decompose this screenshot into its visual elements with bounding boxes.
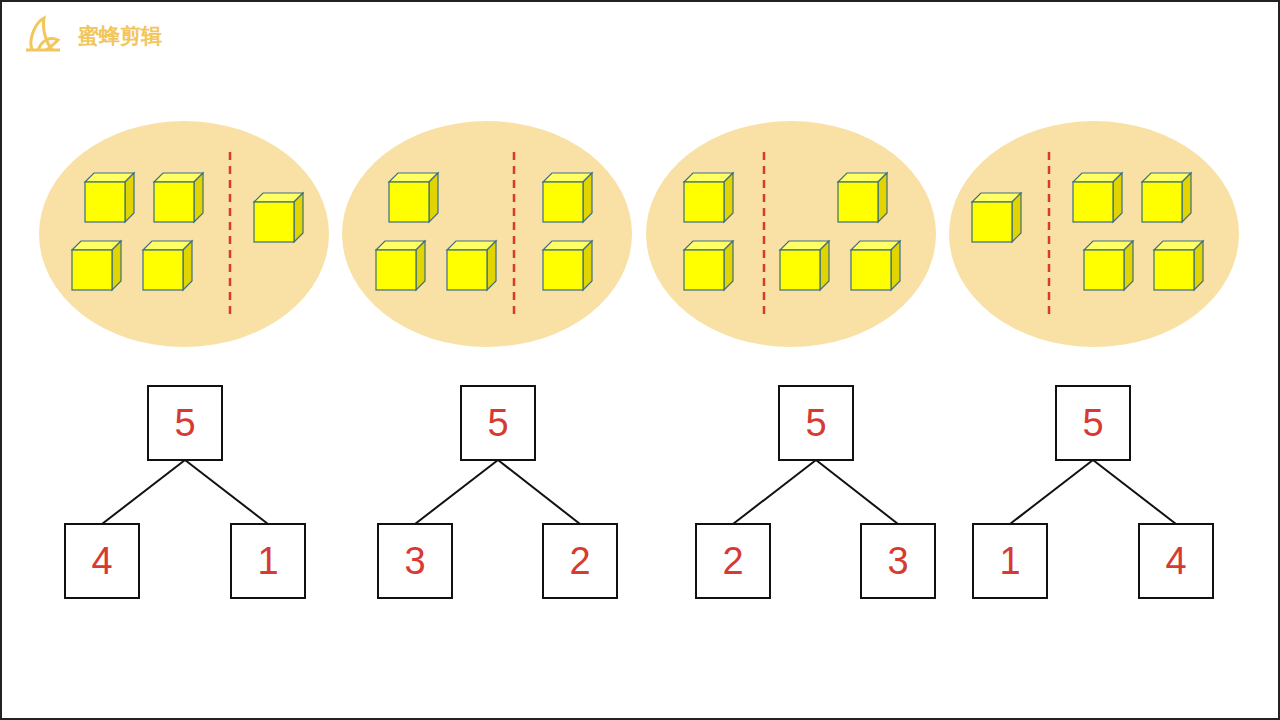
number-text: 1 bbox=[257, 542, 278, 580]
tree-branch bbox=[1093, 460, 1176, 524]
part-box: 1 bbox=[972, 523, 1048, 599]
total-box: 5 bbox=[778, 385, 854, 461]
total-box: 5 bbox=[1055, 385, 1131, 461]
number-text: 1 bbox=[999, 542, 1020, 580]
part-box: 3 bbox=[860, 523, 936, 599]
number-text: 2 bbox=[569, 542, 590, 580]
number-text: 5 bbox=[1082, 404, 1103, 442]
total-box: 5 bbox=[460, 385, 536, 461]
tree-branch bbox=[816, 460, 898, 524]
tree-branch bbox=[185, 460, 268, 524]
tree-branch bbox=[415, 460, 498, 524]
number-text: 2 bbox=[722, 542, 743, 580]
number-text: 5 bbox=[174, 404, 195, 442]
watermark: 蜜蜂剪辑 bbox=[78, 22, 162, 50]
part-box: 4 bbox=[64, 523, 140, 599]
number-text: 3 bbox=[404, 542, 425, 580]
tree-branch bbox=[102, 460, 185, 524]
part-box: 1 bbox=[230, 523, 306, 599]
number-text: 5 bbox=[487, 404, 508, 442]
total-box: 5 bbox=[147, 385, 223, 461]
tree-branch bbox=[498, 460, 580, 524]
logo bbox=[26, 18, 60, 50]
part-box: 3 bbox=[377, 523, 453, 599]
number-text: 4 bbox=[91, 542, 112, 580]
number-text: 5 bbox=[805, 404, 826, 442]
part-box: 2 bbox=[695, 523, 771, 599]
number-text: 3 bbox=[887, 542, 908, 580]
part-box: 2 bbox=[542, 523, 618, 599]
cube-group bbox=[39, 121, 1239, 347]
tree-branch bbox=[1010, 460, 1093, 524]
number-text: 4 bbox=[1165, 542, 1186, 580]
tree-branch bbox=[733, 460, 816, 524]
part-box: 4 bbox=[1138, 523, 1214, 599]
